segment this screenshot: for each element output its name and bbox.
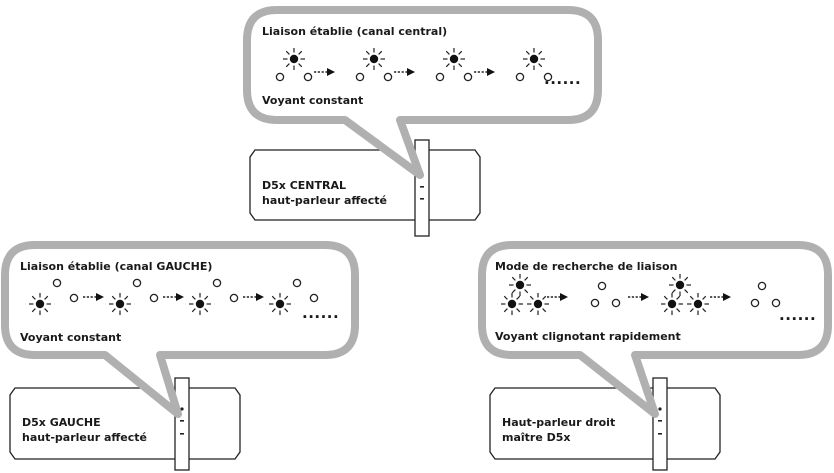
- speaker-right: Haut-parleur droit maître D5x: [489, 377, 721, 471]
- bubble-caption: Voyant constant: [262, 94, 363, 107]
- sequence-continues: ......: [302, 304, 339, 322]
- led-lit-icon: [687, 293, 709, 315]
- button-mark-icon: [420, 198, 424, 200]
- status-led-icon: [658, 407, 662, 411]
- led-lit-icon: [661, 293, 683, 315]
- led-off-icon: [303, 72, 313, 82]
- arrow-right-icon: [628, 293, 649, 301]
- led-off-icon: [212, 278, 222, 288]
- led-lit-icon: [363, 48, 385, 70]
- led-off-icon: [309, 293, 319, 303]
- led-lit-icon: [109, 293, 131, 315]
- speaker-central: D5x CENTRAL haut-parleur affecté: [249, 139, 481, 237]
- led-lit-icon: [523, 48, 545, 70]
- led-off-icon: [149, 293, 159, 303]
- status-led-icon: [180, 407, 184, 411]
- button-mark-icon: [180, 420, 184, 422]
- sequence-continues: ......: [779, 306, 816, 324]
- led-off-icon: [275, 72, 285, 82]
- button-mark-icon: [180, 433, 184, 435]
- arrow-right-icon: [474, 68, 495, 76]
- panel-central: D5x CENTRAL haut-parleur affecté Liaison…: [243, 6, 602, 237]
- callout-bubble-right: [478, 241, 832, 418]
- speaker-band: [652, 377, 668, 471]
- bubble-caption: Voyant clignotant rapidement: [495, 330, 681, 343]
- led-off-icon: [292, 278, 302, 288]
- speaker-label-line1: D5x GAUCHE: [22, 416, 101, 429]
- led-off-icon: [52, 278, 62, 288]
- led-lit-icon: [189, 293, 211, 315]
- led-lit-icon: [509, 274, 531, 296]
- led-lit-icon: [283, 48, 305, 70]
- led-off-icon: [463, 72, 473, 82]
- arrow-right-icon: [547, 293, 568, 301]
- led-off-icon: [132, 278, 142, 288]
- speaker-label-line1: D5x CENTRAL: [262, 179, 346, 192]
- led-off-icon: [597, 281, 607, 291]
- bubble-title: Liaison établie (canal central): [262, 25, 447, 38]
- button-mark-icon: [658, 420, 662, 422]
- led-off-icon: [611, 298, 621, 308]
- led-off-icon: [757, 281, 767, 291]
- led-sequence-left: [29, 278, 319, 315]
- button-mark-icon: [658, 433, 662, 435]
- arrow-right-icon: [710, 293, 731, 301]
- callout-bubble-left: [1, 241, 359, 418]
- speaker-band: [174, 377, 190, 471]
- arrow-right-icon: [163, 293, 184, 301]
- speaker-label-line2: maître D5x: [502, 431, 571, 444]
- panel-right: Haut-parleur droit maître D5x Mode de re…: [478, 241, 832, 471]
- led-off-icon: [355, 72, 365, 82]
- arrow-right-icon: [314, 68, 335, 76]
- led-off-icon: [590, 298, 600, 308]
- led-off-icon: [383, 72, 393, 82]
- speaker-label-line2: haut-parleur affecté: [262, 194, 387, 207]
- led-lit-icon: [29, 293, 51, 315]
- bubble-title: Liaison établie (canal GAUCHE): [20, 260, 212, 273]
- panel-left: D5x GAUCHE haut-parleur affecté Liaison …: [1, 241, 359, 471]
- led-off-icon: [69, 293, 79, 303]
- arrow-right-icon: [83, 293, 104, 301]
- sequence-continues: ......: [544, 70, 581, 88]
- led-lit-icon: [527, 293, 549, 315]
- led-off-icon: [771, 298, 781, 308]
- speaker-band: [414, 139, 430, 237]
- led-lit-icon: [443, 48, 465, 70]
- speaker-label-line1: Haut-parleur droit: [502, 416, 615, 429]
- led-off-icon: [543, 72, 553, 82]
- led-off-icon: [515, 72, 525, 82]
- arrow-right-icon: [394, 68, 415, 76]
- led-off-icon: [750, 298, 760, 308]
- led-lit-icon: [269, 293, 291, 315]
- button-mark-icon: [420, 186, 424, 188]
- led-sequence-right: [501, 274, 781, 315]
- led-off-icon: [435, 72, 445, 82]
- speaker-label-line2: haut-parleur affecté: [22, 431, 147, 444]
- led-off-icon: [229, 293, 239, 303]
- bubble-title: Mode de recherche de liaison: [495, 260, 677, 273]
- bubble-caption: Voyant constant: [20, 331, 121, 344]
- callout-bubble-central: [243, 6, 602, 179]
- led-lit-icon: [501, 293, 523, 315]
- speaker-left: D5x GAUCHE haut-parleur affecté: [9, 377, 241, 471]
- led-lit-icon: [669, 274, 691, 296]
- arrow-right-icon: [243, 293, 264, 301]
- led-sequence-central: [275, 48, 553, 82]
